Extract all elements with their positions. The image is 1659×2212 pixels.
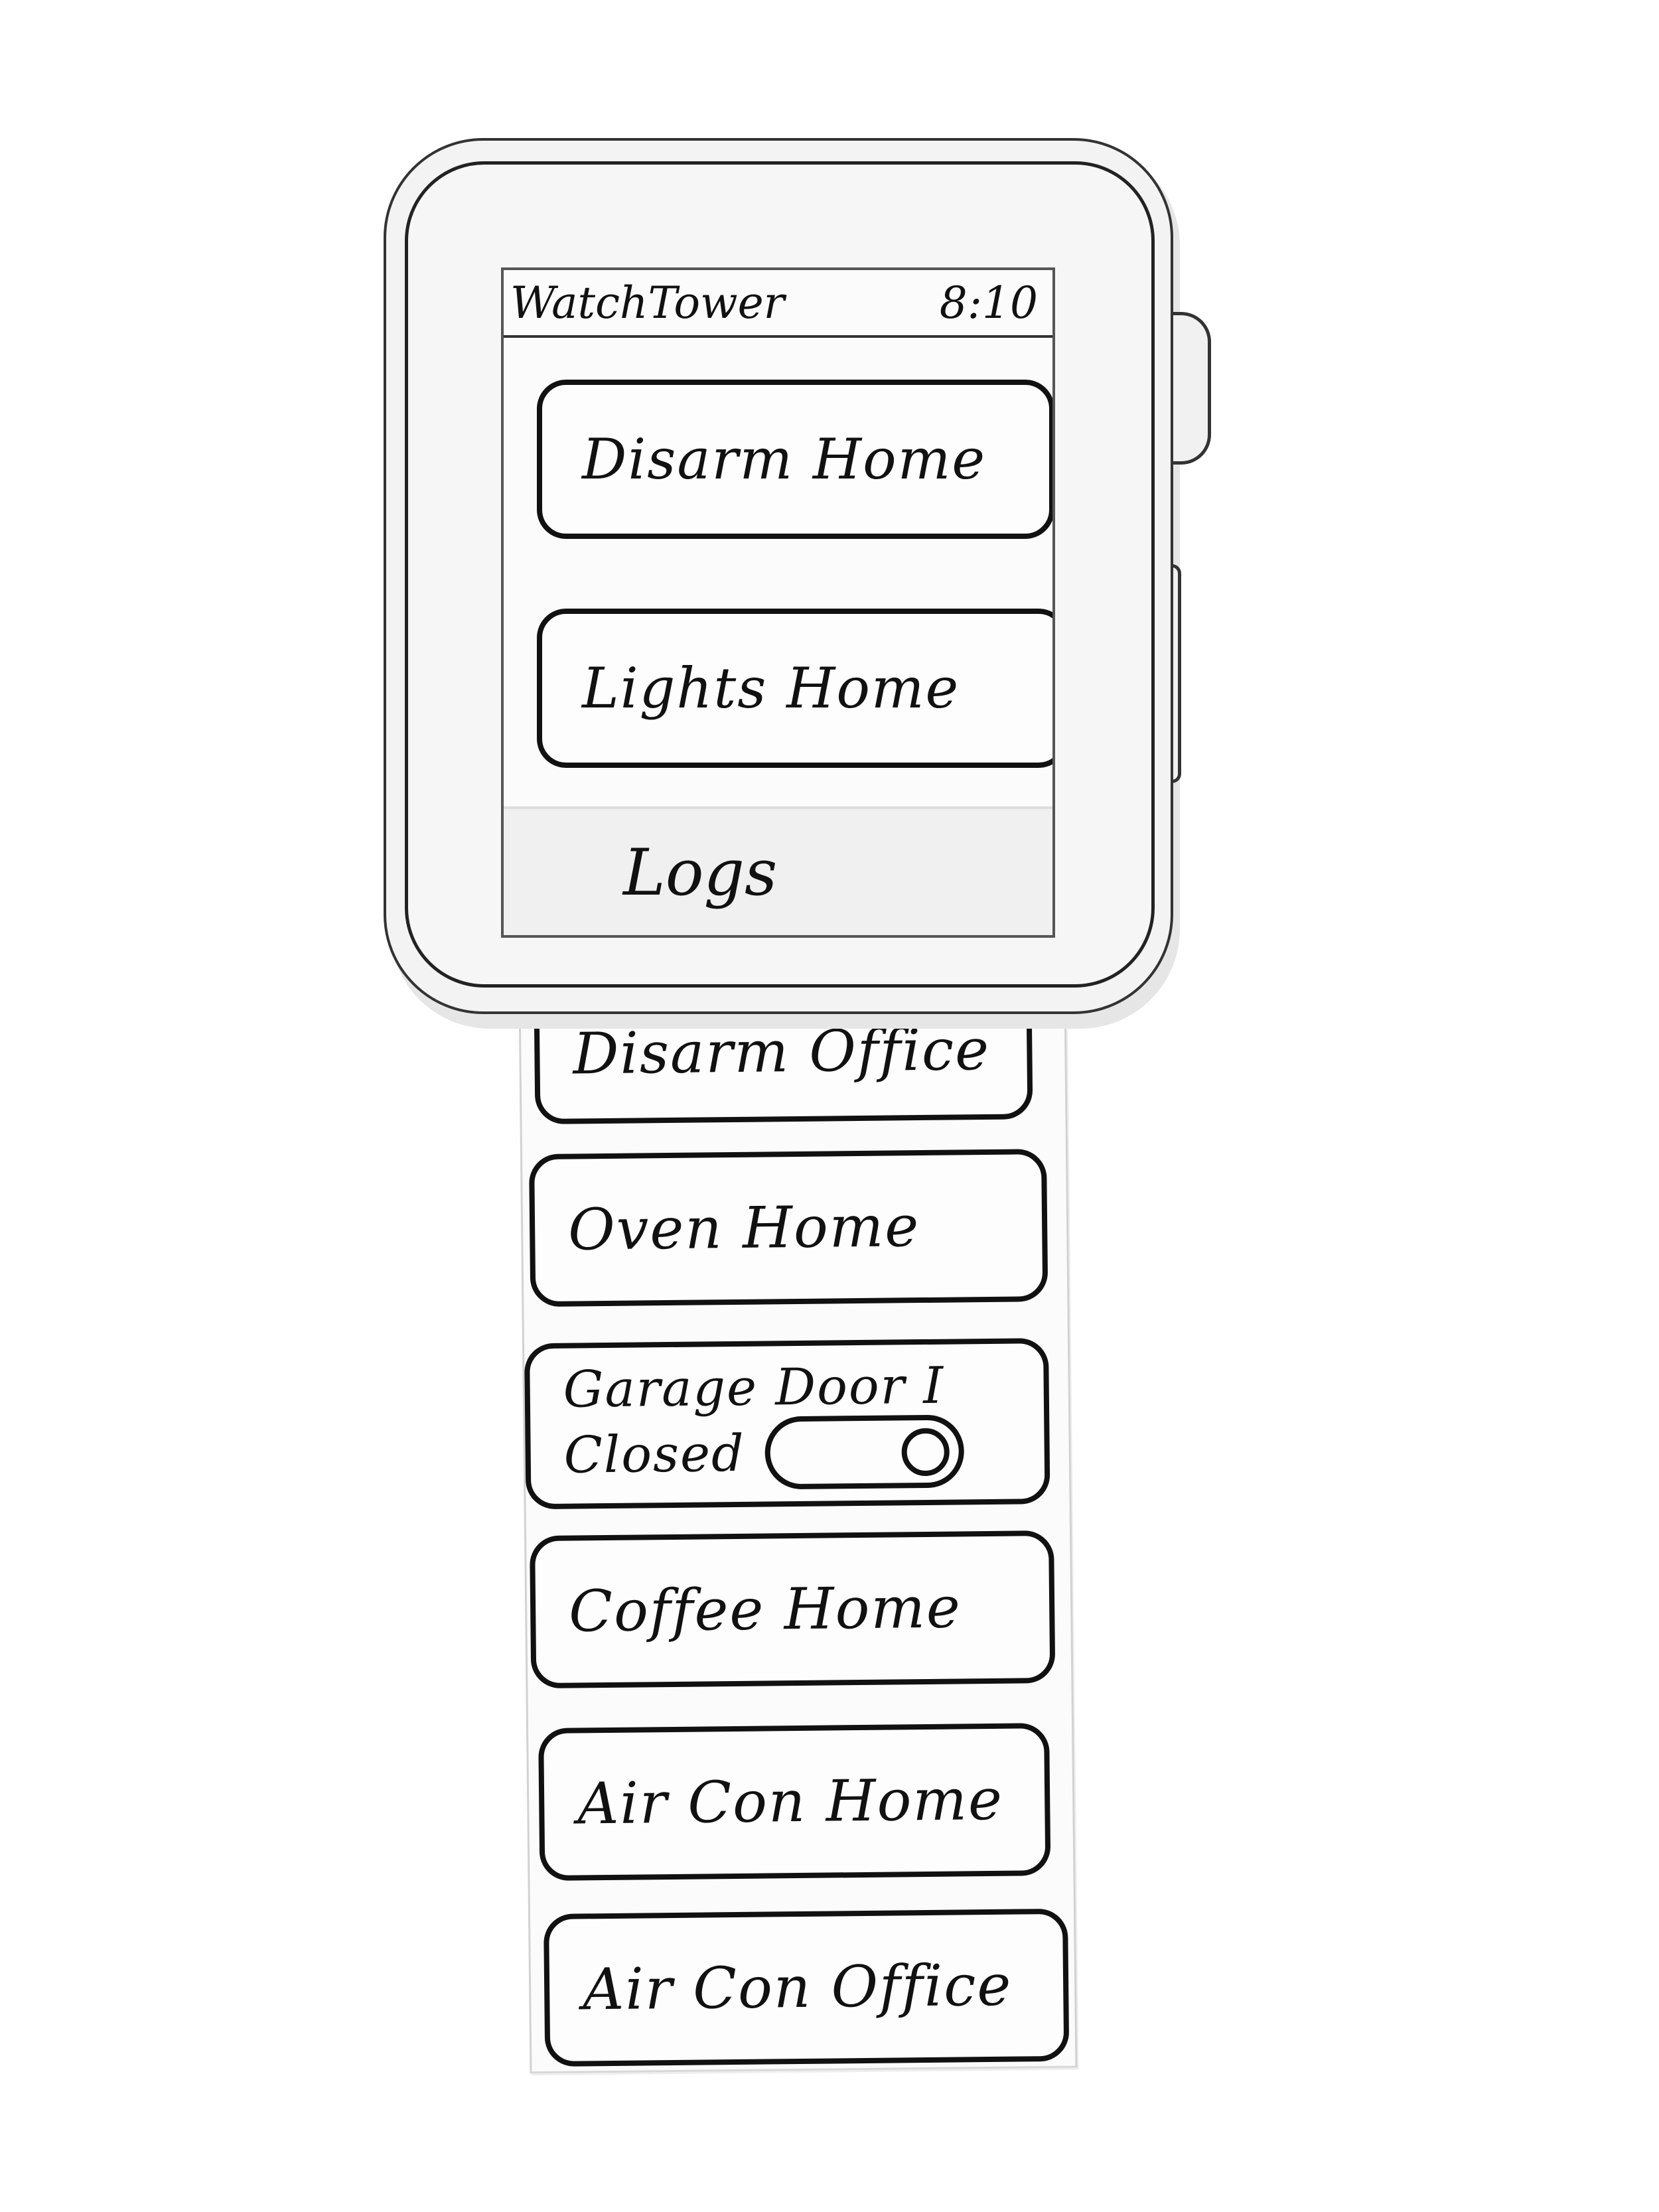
lights-home-button[interactable]: Lights Home (537, 609, 1052, 768)
clock-time: 8:10 (939, 277, 1038, 329)
watch-screen: WatchTower 8:10 Disarm Home Lights Home … (501, 267, 1055, 938)
app-title: WatchTower (510, 277, 785, 329)
oven-home-label: Oven Home (567, 1193, 920, 1264)
air-con-office-label: Air Con Office (582, 1952, 1013, 2024)
disarm-home-button[interactable]: Disarm Home (537, 380, 1052, 539)
disarm-home-label: Disarm Home (582, 427, 987, 492)
garage-door-status: Closed (563, 1423, 746, 1485)
garage-door-card: Garage Door I Closed (524, 1338, 1050, 1510)
garage-door-label: Garage Door I (563, 1355, 945, 1419)
air-con-home-label: Air Con Home (577, 1766, 1004, 1838)
air-con-office-button[interactable]: Air Con Office (543, 1908, 1070, 2067)
logs-button[interactable]: Logs (504, 806, 1052, 935)
coffee-home-button[interactable]: Coffee Home (530, 1530, 1056, 1689)
scroll-strip: Disarm Office Oven Home Garage Door I Cl… (518, 980, 1078, 2074)
coffee-home-label: Coffee Home (568, 1574, 962, 1645)
toggle-knob (901, 1428, 950, 1477)
lights-home-label: Lights Home (582, 656, 960, 721)
status-bar: WatchTower 8:10 (504, 270, 1052, 338)
air-con-home-button[interactable]: Air Con Home (538, 1723, 1051, 1881)
logs-label: Logs (623, 835, 778, 910)
garage-door-toggle[interactable] (764, 1414, 965, 1490)
oven-home-button[interactable]: Oven Home (529, 1149, 1048, 1307)
